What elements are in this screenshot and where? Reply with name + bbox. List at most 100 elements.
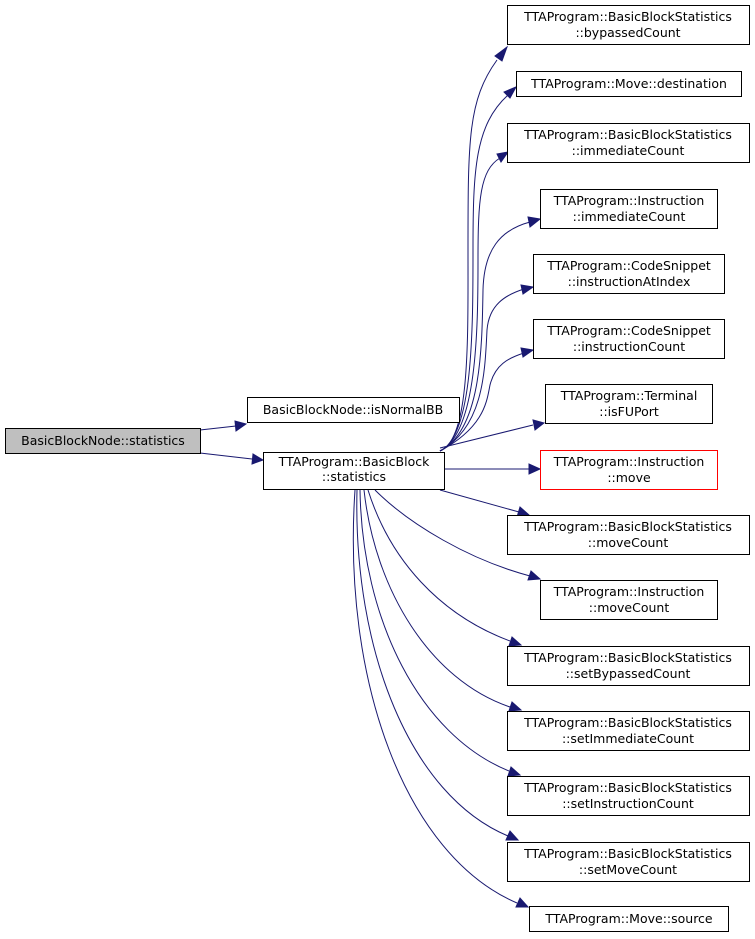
node-move-source[interactable]: TTAProgram::Move::source [529, 906, 729, 932]
node-box [507, 515, 750, 555]
node-label-line-2: ::move [607, 470, 651, 485]
nodes: BasicBlockNode::statistics BasicBlockNod… [5, 5, 750, 932]
node-box [540, 189, 718, 229]
arrow-head [508, 636, 523, 647]
node-label-line-1: TTAProgram::BasicBlockStatistics [523, 780, 732, 795]
arrow-head [251, 453, 265, 465]
node-bypassed-count[interactable]: TTAProgram::BasicBlockStatistics ::bypas… [507, 5, 750, 45]
node-set-instruction-count[interactable]: TTAProgram::BasicBlockStatistics ::setIn… [507, 776, 750, 816]
node-box [507, 711, 750, 751]
node-box [516, 71, 742, 97]
node-label-line-2: ::setImmediateCount [562, 731, 694, 746]
node-box [507, 123, 750, 163]
node-label-line-1: TTAProgram::Instruction [553, 584, 705, 599]
node-bbs-move-count[interactable]: TTAProgram::BasicBlockStatistics ::moveC… [507, 515, 750, 555]
edge-to-set-instruction-count [359, 489, 510, 772]
node-label: BasicBlockNode::isNormalBB [263, 402, 443, 417]
edge-to-instruction-at-index [439, 288, 525, 452]
edge-to-move-destination [439, 94, 509, 452]
edge-to-bbs-move-count [439, 489, 520, 513]
arrow-head [505, 830, 520, 841]
edge-to-instr-move-count [374, 489, 531, 577]
node-label: BasicBlockNode::statistics [21, 433, 185, 448]
node-set-move-count[interactable]: TTAProgram::BasicBlockStatistics ::setMo… [507, 842, 750, 882]
node-label-line-2: ::immediateCount [572, 143, 685, 158]
node-box [507, 646, 750, 686]
node-box [247, 397, 460, 423]
node-basic-block-node-statistics[interactable]: BasicBlockNode::statistics [5, 428, 201, 454]
node-bbs-immediate-count[interactable]: TTAProgram::BasicBlockStatistics ::immed… [507, 123, 750, 163]
arrow-head [507, 766, 522, 777]
node-set-immediate-count[interactable]: TTAProgram::BasicBlockStatistics ::setIm… [507, 711, 750, 751]
node-label-line-2: ::immediateCount [573, 209, 686, 224]
node-label: TTAProgram::Move::source [544, 911, 713, 926]
arrow-head [527, 570, 542, 581]
arrow-head [234, 420, 248, 432]
node-label-line-2: ::setInstructionCount [562, 796, 694, 811]
node-label-line-1: TTAProgram::Instruction [553, 193, 705, 208]
node-label-line-2: ::setBypassedCount [566, 666, 691, 681]
arrow-head [503, 85, 518, 99]
node-box [540, 580, 718, 620]
edge-to-bbs-immediate-count [439, 157, 501, 452]
node-label-line-1: TTAProgram::Instruction [553, 454, 705, 469]
node-box [263, 452, 445, 490]
arrow-head [527, 216, 542, 228]
node-basic-block-statistics[interactable]: TTAProgram::BasicBlock ::statistics [263, 452, 445, 490]
arrow-head [532, 419, 546, 431]
node-box [529, 906, 729, 932]
node-label-line-1: TTAProgram::CodeSnippet [546, 323, 711, 338]
edge-to-set-move-count [356, 489, 509, 837]
edge-to-set-immediate-count [363, 489, 511, 708]
node-move-destination[interactable]: TTAProgram::Move::destination [516, 71, 742, 97]
edge-to-instr-immediate-count [439, 221, 531, 452]
node-box [507, 5, 750, 45]
node-instr-move-count[interactable]: TTAProgram::Instruction ::moveCount [540, 580, 718, 620]
edge-to-instruction-count [439, 352, 525, 452]
edge-to-move-source [352, 489, 518, 904]
arrow-head [508, 701, 523, 712]
arrow-head [515, 897, 530, 908]
node-instr-move[interactable]: TTAProgram::Instruction ::move [540, 450, 718, 490]
node-label-line-1: TTAProgram::CodeSnippet [546, 258, 711, 273]
node-label-line-1: TTAProgram::BasicBlockStatistics [523, 127, 732, 142]
node-is-normal-bb[interactable]: BasicBlockNode::isNormalBB [247, 397, 460, 423]
node-label-line-1: TTAProgram::Terminal [560, 388, 698, 403]
node-box [533, 254, 725, 294]
node-box [507, 776, 750, 816]
node-box [533, 319, 725, 359]
node-box [540, 450, 718, 490]
edges [199, 45, 546, 908]
node-box [507, 842, 750, 882]
node-label-line-1: TTAProgram::BasicBlock [278, 454, 430, 469]
node-label-line-2: ::moveCount [589, 600, 670, 615]
arrow-head [520, 284, 535, 295]
node-is-fu-port[interactable]: TTAProgram::Terminal ::isFUPort [545, 384, 713, 424]
node-instruction-at-index[interactable]: TTAProgram::CodeSnippet ::instructionAtI… [533, 254, 725, 294]
arrow-head [528, 463, 542, 475]
node-label: TTAProgram::Move::destination [530, 76, 727, 91]
node-box [5, 428, 201, 454]
node-label-line-2: ::instructionCount [573, 339, 685, 354]
node-instr-immediate-count[interactable]: TTAProgram::Instruction ::immediateCount [540, 189, 718, 229]
node-label-line-2: ::isFUPort [599, 404, 659, 419]
edge-to-set-bypassed-count [367, 489, 511, 642]
node-label-line-1: TTAProgram::BasicBlockStatistics [523, 650, 732, 665]
node-label-line-2: ::setMoveCount [579, 862, 677, 877]
arrow-head [520, 347, 535, 358]
arrow-head [494, 45, 509, 62]
node-label-line-2: ::bypassedCount [575, 25, 680, 40]
node-label-line-2: ::instructionAtIndex [568, 274, 691, 289]
edge-root-to-bb-statistics [199, 452, 253, 460]
node-label-line-1: TTAProgram::BasicBlockStatistics [523, 9, 732, 24]
node-set-bypassed-count[interactable]: TTAProgram::BasicBlockStatistics ::setBy… [507, 646, 750, 686]
node-instruction-count[interactable]: TTAProgram::CodeSnippet ::instructionCou… [533, 319, 725, 359]
node-label-line-2: ::statistics [322, 469, 386, 484]
node-label-line-1: TTAProgram::BasicBlockStatistics [523, 519, 732, 534]
node-label-line-1: TTAProgram::BasicBlockStatistics [523, 846, 732, 861]
edge-root-to-is-normal-bb [199, 425, 237, 431]
edge-to-is-fu-port [439, 424, 534, 449]
arrow-head [496, 151, 510, 163]
node-label-line-1: TTAProgram::BasicBlockStatistics [523, 715, 732, 730]
